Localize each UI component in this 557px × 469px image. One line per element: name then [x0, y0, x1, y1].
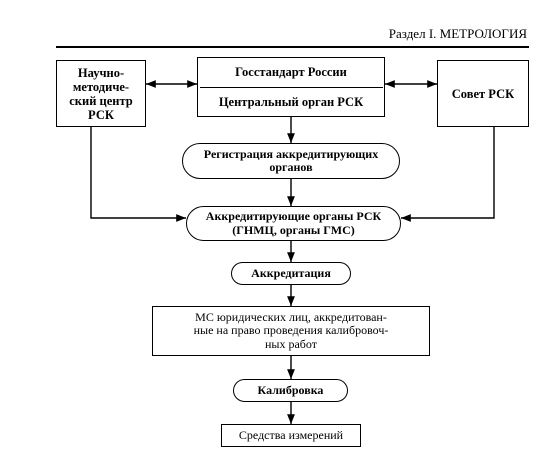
ms-line-2: ные на право проведения калибровоч-: [193, 323, 389, 338]
nmc-line-3: ский центр: [69, 93, 133, 108]
sovet-label: Совет РСК: [451, 86, 515, 101]
gosstandart-bottom: Центральный орган РСК: [218, 95, 364, 109]
node-sovet: Совет РСК: [437, 60, 529, 127]
accred-bodies-line-2: (ГНМЦ, органы ГМС): [232, 222, 355, 237]
registration-line-2: органов: [269, 160, 313, 174]
header-rule: [56, 46, 529, 48]
link-sovet-accredbodies: [401, 127, 495, 222]
node-instruments: Средства измерений: [221, 424, 361, 447]
registration-line-1: Регистрация аккредитирующих: [203, 146, 379, 161]
node-accreditation: Аккредитация: [231, 262, 351, 285]
node-accrediting-bodies: Аккредитирующие органы РСК (ГНМЦ, органы…: [186, 206, 401, 241]
accreditation-label: Аккредитация: [251, 265, 331, 280]
section-header: Раздел I. МЕТРОЛОГИЯ: [388, 26, 527, 41]
nmc-line-1: Научно-: [77, 65, 125, 80]
instruments-label: Средства измерений: [238, 427, 344, 442]
gosstandart-top: Госстандарт России: [235, 65, 347, 79]
link-nmc-accredbodies: [90, 127, 186, 222]
accred-bodies-line-1: Аккредитирующие органы РСК: [205, 209, 382, 224]
nmc-line-4: РСК: [88, 107, 114, 122]
calibration-label: Калибровка: [257, 382, 324, 397]
ms-line-3: ных работ: [264, 336, 317, 351]
node-ms: МС юридических лиц, аккредитован- ные на…: [152, 306, 430, 356]
ms-line-1: МС юридических лиц, аккредитован-: [195, 309, 387, 324]
node-registration: Регистрация аккредитирующих органов: [182, 143, 400, 179]
node-calibration: Калибровка: [233, 379, 348, 402]
nmc-line-2: методиче-: [72, 79, 130, 94]
gosstandart-divider: [200, 87, 383, 88]
node-nmc: Научно- методиче- ский центр РСК: [56, 60, 146, 127]
